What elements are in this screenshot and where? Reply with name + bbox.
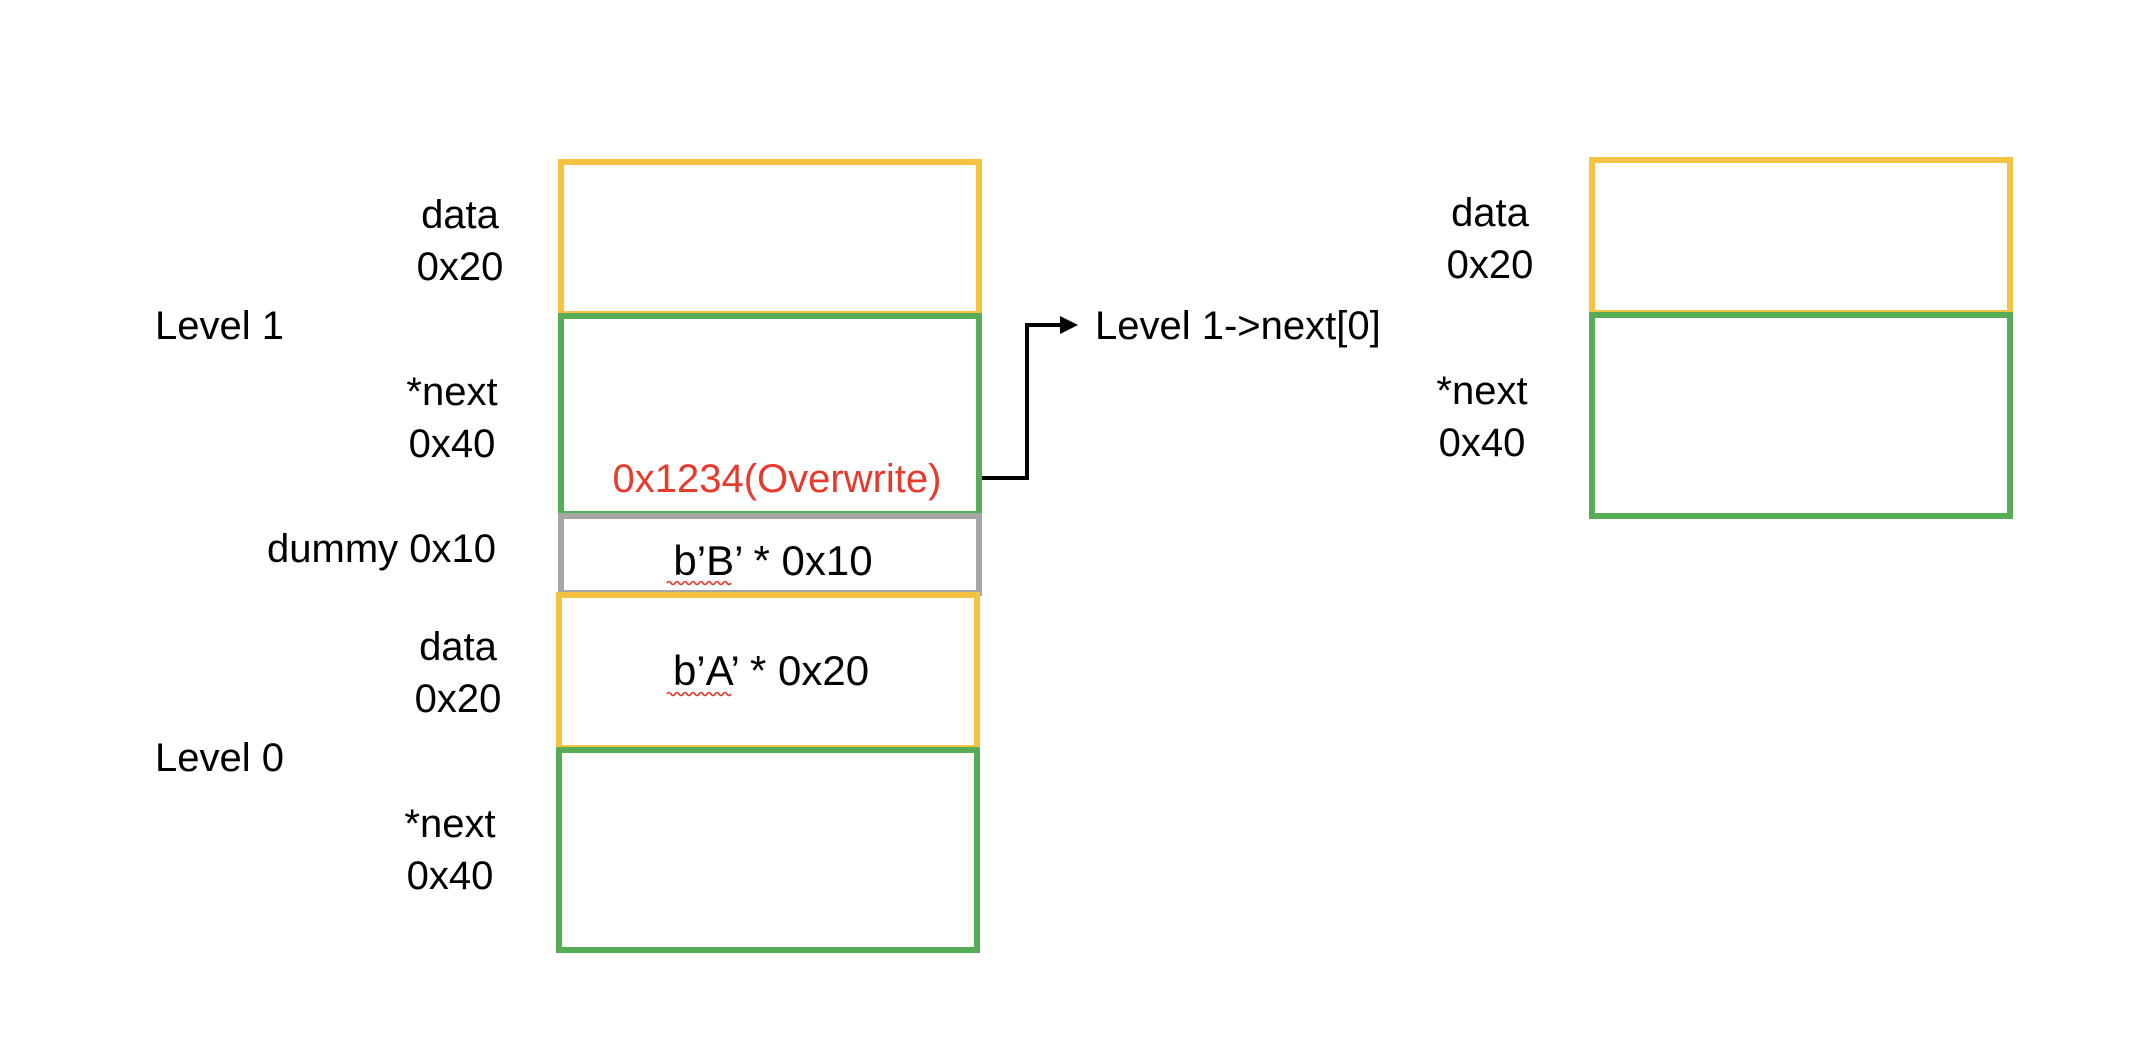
pointer-arrow [982,323,1060,480]
right-next-size: 0x40 [1439,421,1526,465]
level0-data-value: b’A’ * 0x20 [673,647,869,694]
level0-next-size: 0x40 [407,854,494,898]
right-next-label: *next [1436,369,1527,413]
arrow-label: Level 1->next[0] [1095,304,1381,348]
level1-label: Level 1 [155,304,284,348]
level1-data-size: 0x20 [417,245,504,289]
dummy-value: b’B’ * 0x10 [673,537,872,584]
level1-next-label: *next [406,370,497,414]
right-next-box [1589,312,2013,519]
level1-next-size: 0x40 [409,422,496,466]
right-data-label: data [1451,191,1530,235]
right-data-size: 0x20 [1447,243,1534,287]
spellcheck-underline-a [666,691,732,697]
level0-next-label: *next [404,802,495,846]
right-data-box [1589,157,2013,316]
level0-next-box [556,747,980,953]
dummy-label: dummy 0x10 [267,527,496,571]
arrowhead-icon [1060,316,1078,334]
spellcheck-underline-b [666,580,732,586]
level0-label: Level 0 [155,736,284,780]
overwritten-pointer-value: 0x1234(Overwrite) [612,457,941,501]
level1-data-label: data [421,193,500,237]
level1-data-box [558,159,982,317]
level0-data-label: data [419,625,498,669]
level0-data-size: 0x20 [415,677,502,721]
